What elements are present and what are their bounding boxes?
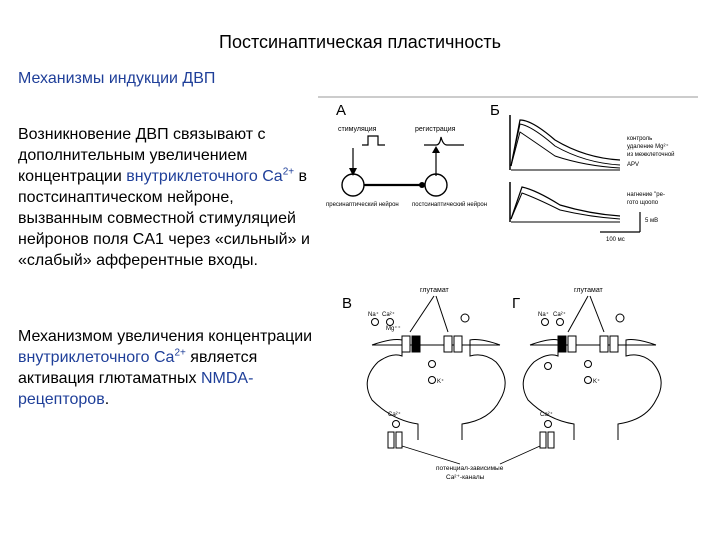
presynaptic-neuron — [341, 173, 365, 197]
postsynaptic-neuron — [424, 173, 448, 197]
v-ca-channel-1 — [387, 431, 395, 449]
stimulus-pulse-icon — [362, 135, 385, 146]
p1-text-2: в постсинаптическом нейроне, вызванным с… — [18, 168, 310, 269]
channels-pointer-right — [499, 445, 541, 465]
g-receptor-1 — [557, 335, 567, 353]
panel-g-letter: Г — [512, 295, 520, 312]
synapse-terminal — [419, 182, 425, 188]
legend-no-mg: удаление Mg²⁺ — [627, 143, 669, 150]
g-na-label: Na⁺ — [538, 311, 549, 318]
g-neuron-outline — [522, 339, 662, 440]
v-receptor-2 — [411, 335, 421, 353]
legend-control: контроль — [627, 136, 652, 142]
g-ca-low-label: Ca²⁺ — [540, 411, 553, 418]
scale-voltage-label: 5 мВ — [645, 218, 658, 224]
channels-pointer-left — [401, 445, 461, 465]
v-neuron-outline — [366, 339, 506, 440]
paragraph-mechanism: Механизмом увеличения концентрации внутр… — [18, 326, 318, 410]
g-ca-ion-icon — [556, 318, 564, 326]
p1-highlight: внутриклеточного Ca — [126, 168, 283, 185]
v-na-label: Na⁺ — [368, 311, 379, 318]
v-k-label: K⁺ — [437, 378, 444, 385]
p1-text-1: Возникновение ДВП связывают с дополнител… — [18, 126, 266, 185]
v-glu-arrow-2 — [435, 295, 449, 333]
v-glu-ion-icon — [460, 313, 470, 323]
v-receptor-1 — [401, 335, 411, 353]
response-trace-icon — [424, 136, 464, 146]
legend-depol-2: гото щоопо — [627, 200, 659, 206]
g-ion-inside-2 — [584, 360, 592, 368]
g-ca-channel-2 — [547, 431, 555, 449]
g-glu-ion-icon — [615, 313, 625, 323]
v-ion-inside-1 — [428, 360, 436, 368]
g-glu-arrow-1 — [567, 295, 589, 333]
stim-arrow-icon — [349, 168, 357, 176]
v-na-ion-icon — [371, 318, 379, 326]
trace-control — [510, 119, 621, 167]
g-receptor-4 — [609, 335, 619, 353]
v-ca-low-label: Ca²⁺ — [388, 411, 401, 418]
panel-a-post-label: постсинаптический нейрон — [412, 201, 487, 208]
g-ca-low-ion-icon — [544, 420, 552, 428]
g-glu-arrow-2 — [589, 295, 605, 333]
trace-depol-2 — [510, 192, 621, 220]
panel-b-letter: Б — [490, 102, 500, 119]
paragraph-ltp-origin: Возникновение ДВП связывают с дополнител… — [18, 124, 318, 271]
panel-a-stim-label: стимуляция — [338, 126, 377, 133]
g-k-ion-icon — [584, 376, 592, 384]
trace-no-mg — [510, 123, 621, 167]
v-glu-arrow-1 — [409, 295, 435, 333]
g-ca-label: Ca²⁺ — [553, 311, 566, 318]
p2-superscript: 2+ — [174, 347, 186, 359]
panel-g-glutamate-label: глутамат — [574, 287, 604, 294]
page-title: Постсинаптическая пластичность — [219, 32, 501, 52]
panel-a-pre-label: пресинаптический нейрон — [326, 201, 399, 208]
g-ca-channel-1 — [539, 431, 547, 449]
g-ion-inside-1 — [544, 362, 552, 370]
g-k-label: K⁺ — [593, 378, 600, 385]
panel-v-letter: В — [342, 295, 352, 312]
rec-arrow-icon — [432, 146, 440, 153]
g-receptor-3 — [599, 335, 609, 353]
p2-text-2: является активация глютаматных — [18, 349, 258, 387]
p2-text-1: Механизмом увеличения концентрации — [18, 328, 313, 345]
v-ca-channel-2 — [395, 431, 403, 449]
panel-a-letter: А — [336, 102, 346, 119]
p2-highlight-1: внутриклеточного Ca — [18, 349, 175, 366]
p2-highlight-2: NMDA-рецепторов — [18, 370, 254, 408]
panel-a-reg-label: регистрация — [415, 126, 456, 133]
g-na-ion-icon — [541, 318, 549, 326]
g-receptor-2 — [567, 335, 577, 353]
p1-superscript: 2+ — [282, 166, 295, 178]
legend-no-mg-2: из межклеточной — [627, 151, 675, 158]
p2-text-3: . — [104, 391, 110, 408]
v-mg-label: Mg⁺⁺ — [386, 325, 401, 332]
v-receptor-3 — [443, 335, 453, 353]
v-ca-label: Ca²⁺ — [382, 311, 395, 318]
v-ca-low-ion-icon — [392, 420, 400, 428]
channels-label-1: потенциал-зависимые — [436, 465, 504, 472]
legend-apv: АРV — [627, 162, 639, 168]
channels-label-2: Ca²⁺-каналы — [446, 474, 485, 481]
legend-depol: нагнение "ре- — [627, 192, 665, 198]
section-subtitle: Механизмы индукции ДВП — [18, 70, 216, 87]
v-ca-ion-icon — [386, 318, 394, 326]
trace-depol-1 — [510, 186, 621, 220]
v-k-ion-icon — [428, 376, 436, 384]
trace-apv — [510, 131, 621, 169]
v-receptor-4 — [453, 335, 463, 353]
scale-time-label: 100 мс — [606, 237, 625, 243]
panel-v-glutamate-label: глутамат — [420, 287, 450, 294]
